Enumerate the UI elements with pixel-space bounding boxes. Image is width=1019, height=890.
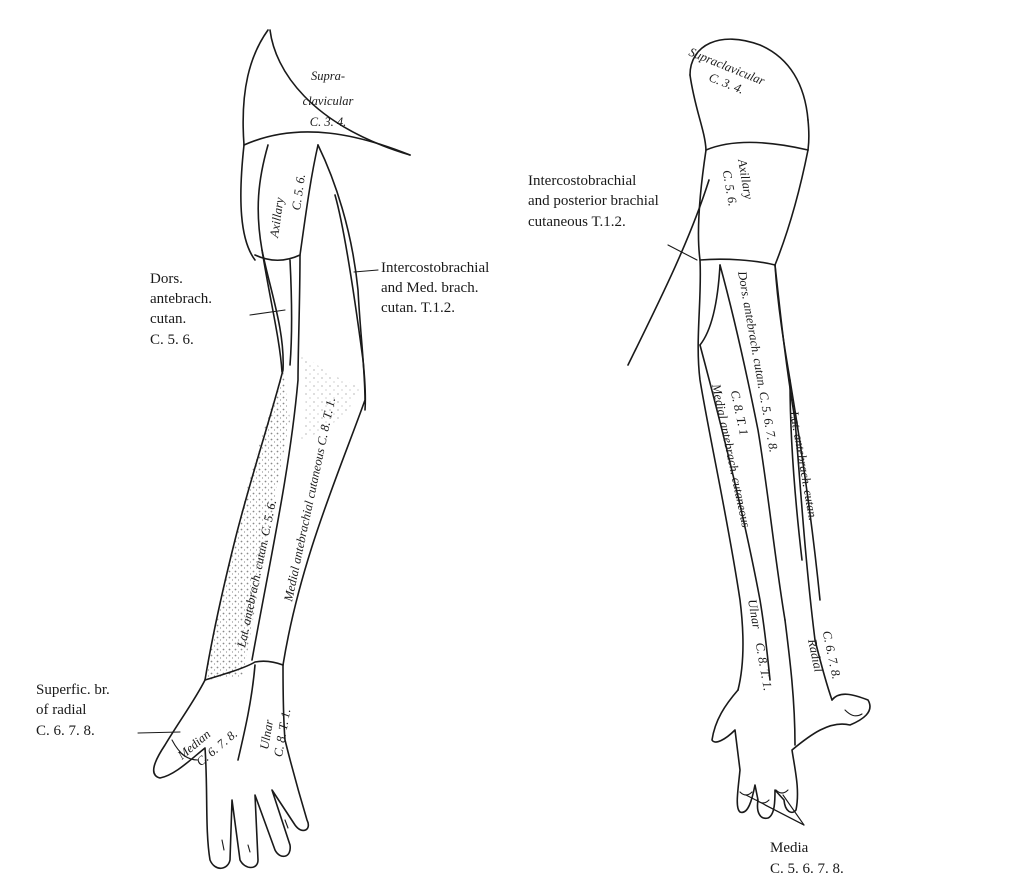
right-supraclavicular-border xyxy=(706,143,808,151)
svg-text:and Med. brach.: and Med. brach. xyxy=(381,280,478,296)
left-axillary-label: Axillary C. 5. 6. xyxy=(267,171,308,242)
right-thumb-line xyxy=(845,710,862,716)
svg-text:of radial: of radial xyxy=(36,702,86,718)
right-ulnar-label: Ulnar C. 8. T. 1. xyxy=(745,598,775,692)
svg-text:Intercostobrachial: Intercostobrachial xyxy=(528,173,636,189)
left-dors-antebrach-label: Dors. antebrach. cutan. C. 5. 6. xyxy=(150,271,212,348)
left-supraclavicular-label: Supra- clavicular C. 3. 4. xyxy=(303,69,354,129)
svg-text:Intercostobrachial: Intercostobrachial xyxy=(381,260,489,276)
left-hand-outline xyxy=(154,665,309,868)
left-superfic-radial-label: Superfic. br. of radial C. 6. 7. 8. xyxy=(36,682,110,739)
right-lat-antebrach-label: Lat. antebrach. cutan. xyxy=(787,409,820,521)
svg-text:C. 6. 7. 8.: C. 6. 7. 8. xyxy=(36,723,95,739)
right-hand-outline xyxy=(712,690,870,818)
leader-superfic-radial xyxy=(138,732,180,733)
left-dors-antebrach-line xyxy=(290,260,292,365)
leader-intercostobrachial-med xyxy=(354,270,378,272)
right-axillary-boundary xyxy=(700,259,775,265)
svg-text:Media: Media xyxy=(770,840,809,856)
leader-dors-antebrach xyxy=(250,310,285,315)
svg-text:C. 5. 6.: C. 5. 6. xyxy=(289,173,308,211)
svg-text:Supra-: Supra- xyxy=(311,69,345,83)
left-finger-crease-1 xyxy=(222,840,224,850)
right-shoulder-side xyxy=(690,75,706,150)
right-post-brach-inner xyxy=(700,265,720,345)
svg-text:cutan. T.1.2.: cutan. T.1.2. xyxy=(381,300,455,316)
media-pointer-3 xyxy=(783,795,804,825)
svg-text:C. 8. T. 1.: C. 8. T. 1. xyxy=(753,641,775,691)
right-media-label: Media C. 5. 6. 7. 8. xyxy=(770,840,844,877)
left-shoulder-outline xyxy=(243,30,268,145)
svg-text:cutaneous T.1.2.: cutaneous T.1.2. xyxy=(528,214,626,230)
svg-text:antebrach.: antebrach. xyxy=(150,291,212,307)
left-arm-inner-edge xyxy=(335,195,365,410)
left-finger-crease-3 xyxy=(285,820,288,828)
right-radial-line xyxy=(785,620,795,745)
leader-intercostobrachial-post xyxy=(668,245,697,260)
svg-text:C. 3. 4.: C. 3. 4. xyxy=(310,115,346,129)
left-supraclavicular-border xyxy=(244,132,410,155)
right-axillary-label: Axillary C. 5. 6. xyxy=(718,157,756,207)
svg-text:and posterior brachial: and posterior brachial xyxy=(528,193,659,209)
svg-text:clavicular: clavicular xyxy=(303,94,354,108)
left-arm-outer-edge xyxy=(241,145,255,260)
left-neck-line xyxy=(270,30,410,155)
svg-text:C. 5. 6.: C. 5. 6. xyxy=(150,332,194,348)
svg-text:C. 5. 6.: C. 5. 6. xyxy=(720,169,740,207)
left-finger-crease-2 xyxy=(248,845,250,852)
svg-text:cutan.: cutan. xyxy=(150,311,186,327)
left-intercostobrachial-label: Intercostobrachial and Med. brach. cutan… xyxy=(381,260,489,316)
svg-text:C. 8. T. 1.: C. 8. T. 1. xyxy=(271,708,293,758)
left-hand-divider xyxy=(238,665,255,760)
left-median-label: Median C. 6. 7. 8. xyxy=(174,714,240,776)
left-axillary-boundary xyxy=(255,145,318,260)
svg-text:C. 5. 6. 7. 8.: C. 5. 6. 7. 8. xyxy=(770,861,844,877)
svg-text:Axillary: Axillary xyxy=(267,196,287,239)
svg-text:Dors.: Dors. xyxy=(150,271,183,287)
svg-text:Superfic. br.: Superfic. br. xyxy=(36,682,110,698)
right-intercostobrachial-label: Intercostobrachial and posterior brachia… xyxy=(528,173,659,230)
right-shoulder-back xyxy=(808,120,809,150)
